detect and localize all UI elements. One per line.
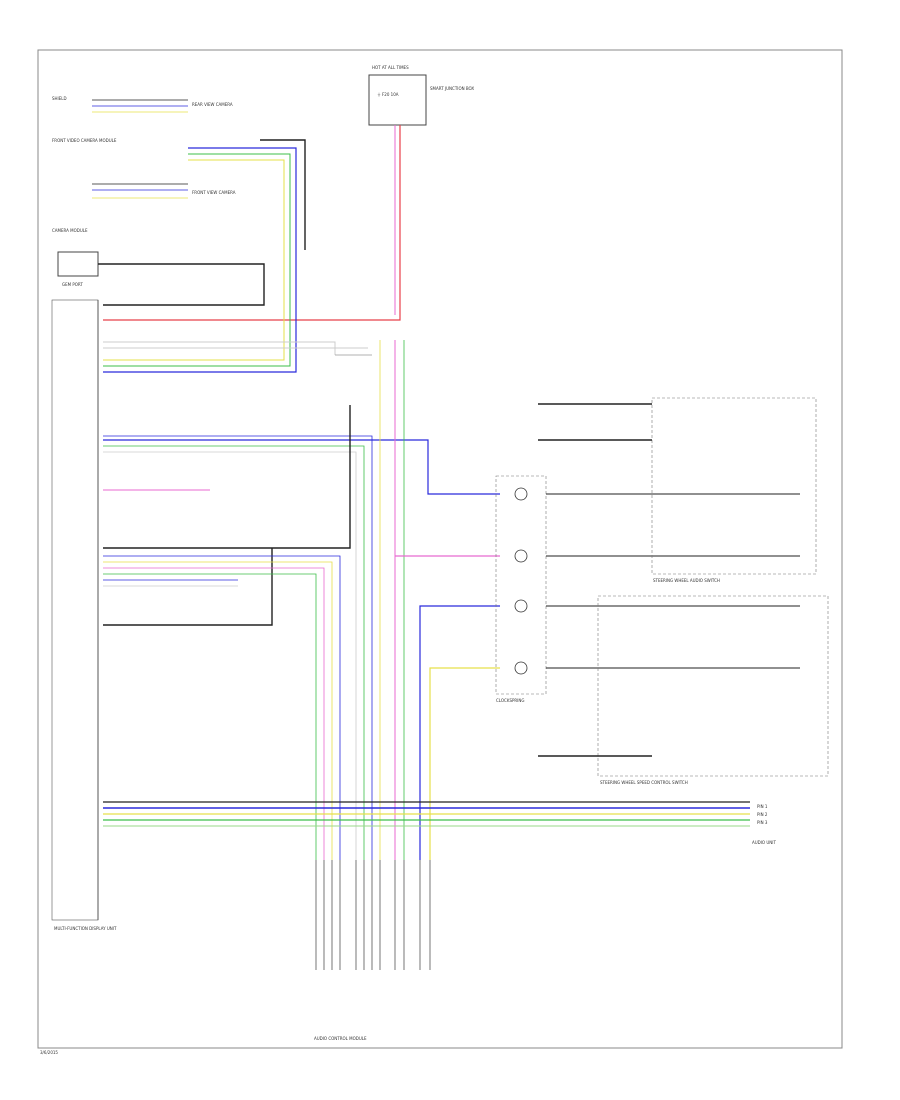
wire-gray-signal [103, 451, 357, 860]
wire-violet [103, 435, 373, 860]
svg-text:STEERING WHEEL AUDIO SWITCH: STEERING WHEEL AUDIO SWITCH [653, 578, 720, 583]
gem-port: GEM PORT [57, 251, 265, 306]
svg-text:HOT AT ALL TIMES: HOT AT ALL TIMES [372, 65, 409, 70]
svg-text:CLOCKSPRING: CLOCKSPRING [496, 698, 524, 703]
svg-text:REAR VIEW CAMERA: REAR VIEW CAMERA [192, 102, 233, 107]
page-ref: 3/6/2015 [40, 1050, 58, 1055]
svg-text:CAMERA MODULE: CAMERA MODULE [52, 228, 88, 233]
svg-text:AUDIO CONTROL MODULE: AUDIO CONTROL MODULE [314, 1036, 367, 1041]
svg-text:FRONT VIDEO CAMERA MODULE: FRONT VIDEO CAMERA MODULE [52, 138, 117, 143]
rear-view-camera: SHIELD REAR VIEW CAMERA [52, 96, 233, 113]
svg-text:STEERING WHEEL SPEED CONTROL S: STEERING WHEEL SPEED CONTROL SWITCH [600, 780, 688, 785]
multi-function-display-unit: MULTI-FUNCTION DISPLAY UNIT [51, 299, 117, 931]
wire-red-power [103, 125, 401, 321]
svg-text:PIN 2: PIN 2 [757, 812, 768, 817]
wire-blue-audio [103, 439, 500, 495]
front-view-camera: FRONT VIEW CAMERA CAMERA MODULE [52, 183, 236, 233]
audio-control-module: AUDIO CONTROL MODULE [314, 860, 431, 1041]
clockspring: CLOCKSPRING [495, 475, 800, 703]
smart-junction-box: HOT AT ALL TIMES ⏚ F20 10A SMART JUNCTIO… [368, 65, 474, 126]
svg-text:SMART JUNCTION BOX: SMART JUNCTION BOX [430, 86, 474, 91]
front-video-camera-module: FRONT VIDEO CAMERA MODULE [52, 138, 306, 373]
wire-green [103, 445, 365, 860]
svg-text:F20 10A: F20 10A [382, 92, 399, 97]
steering-wheel-speed-switch: STEERING WHEEL SPEED CONTROL SWITCH [538, 595, 829, 785]
diagram-frame [37, 49, 843, 1049]
data-link-connector: PIN 1 PIN 2 PIN 3 AUDIO UNIT [752, 804, 776, 845]
svg-text:SHIELD: SHIELD [52, 96, 67, 101]
svg-text:MULTI-FUNCTION DISPLAY UNIT: MULTI-FUNCTION DISPLAY UNIT [54, 926, 117, 931]
svg-text:⏚: ⏚ [377, 91, 381, 97]
svg-text:FRONT VIEW CAMERA: FRONT VIEW CAMERA [192, 190, 236, 195]
svg-text:PIN 3: PIN 3 [757, 820, 768, 825]
svg-text:AUDIO UNIT: AUDIO UNIT [752, 840, 776, 845]
svg-text:GEM PORT: GEM PORT [62, 282, 83, 287]
svg-text:PIN 1: PIN 1 [757, 804, 768, 809]
steering-wheel-audio-switch: STEERING WHEEL AUDIO SWITCH [538, 397, 817, 583]
